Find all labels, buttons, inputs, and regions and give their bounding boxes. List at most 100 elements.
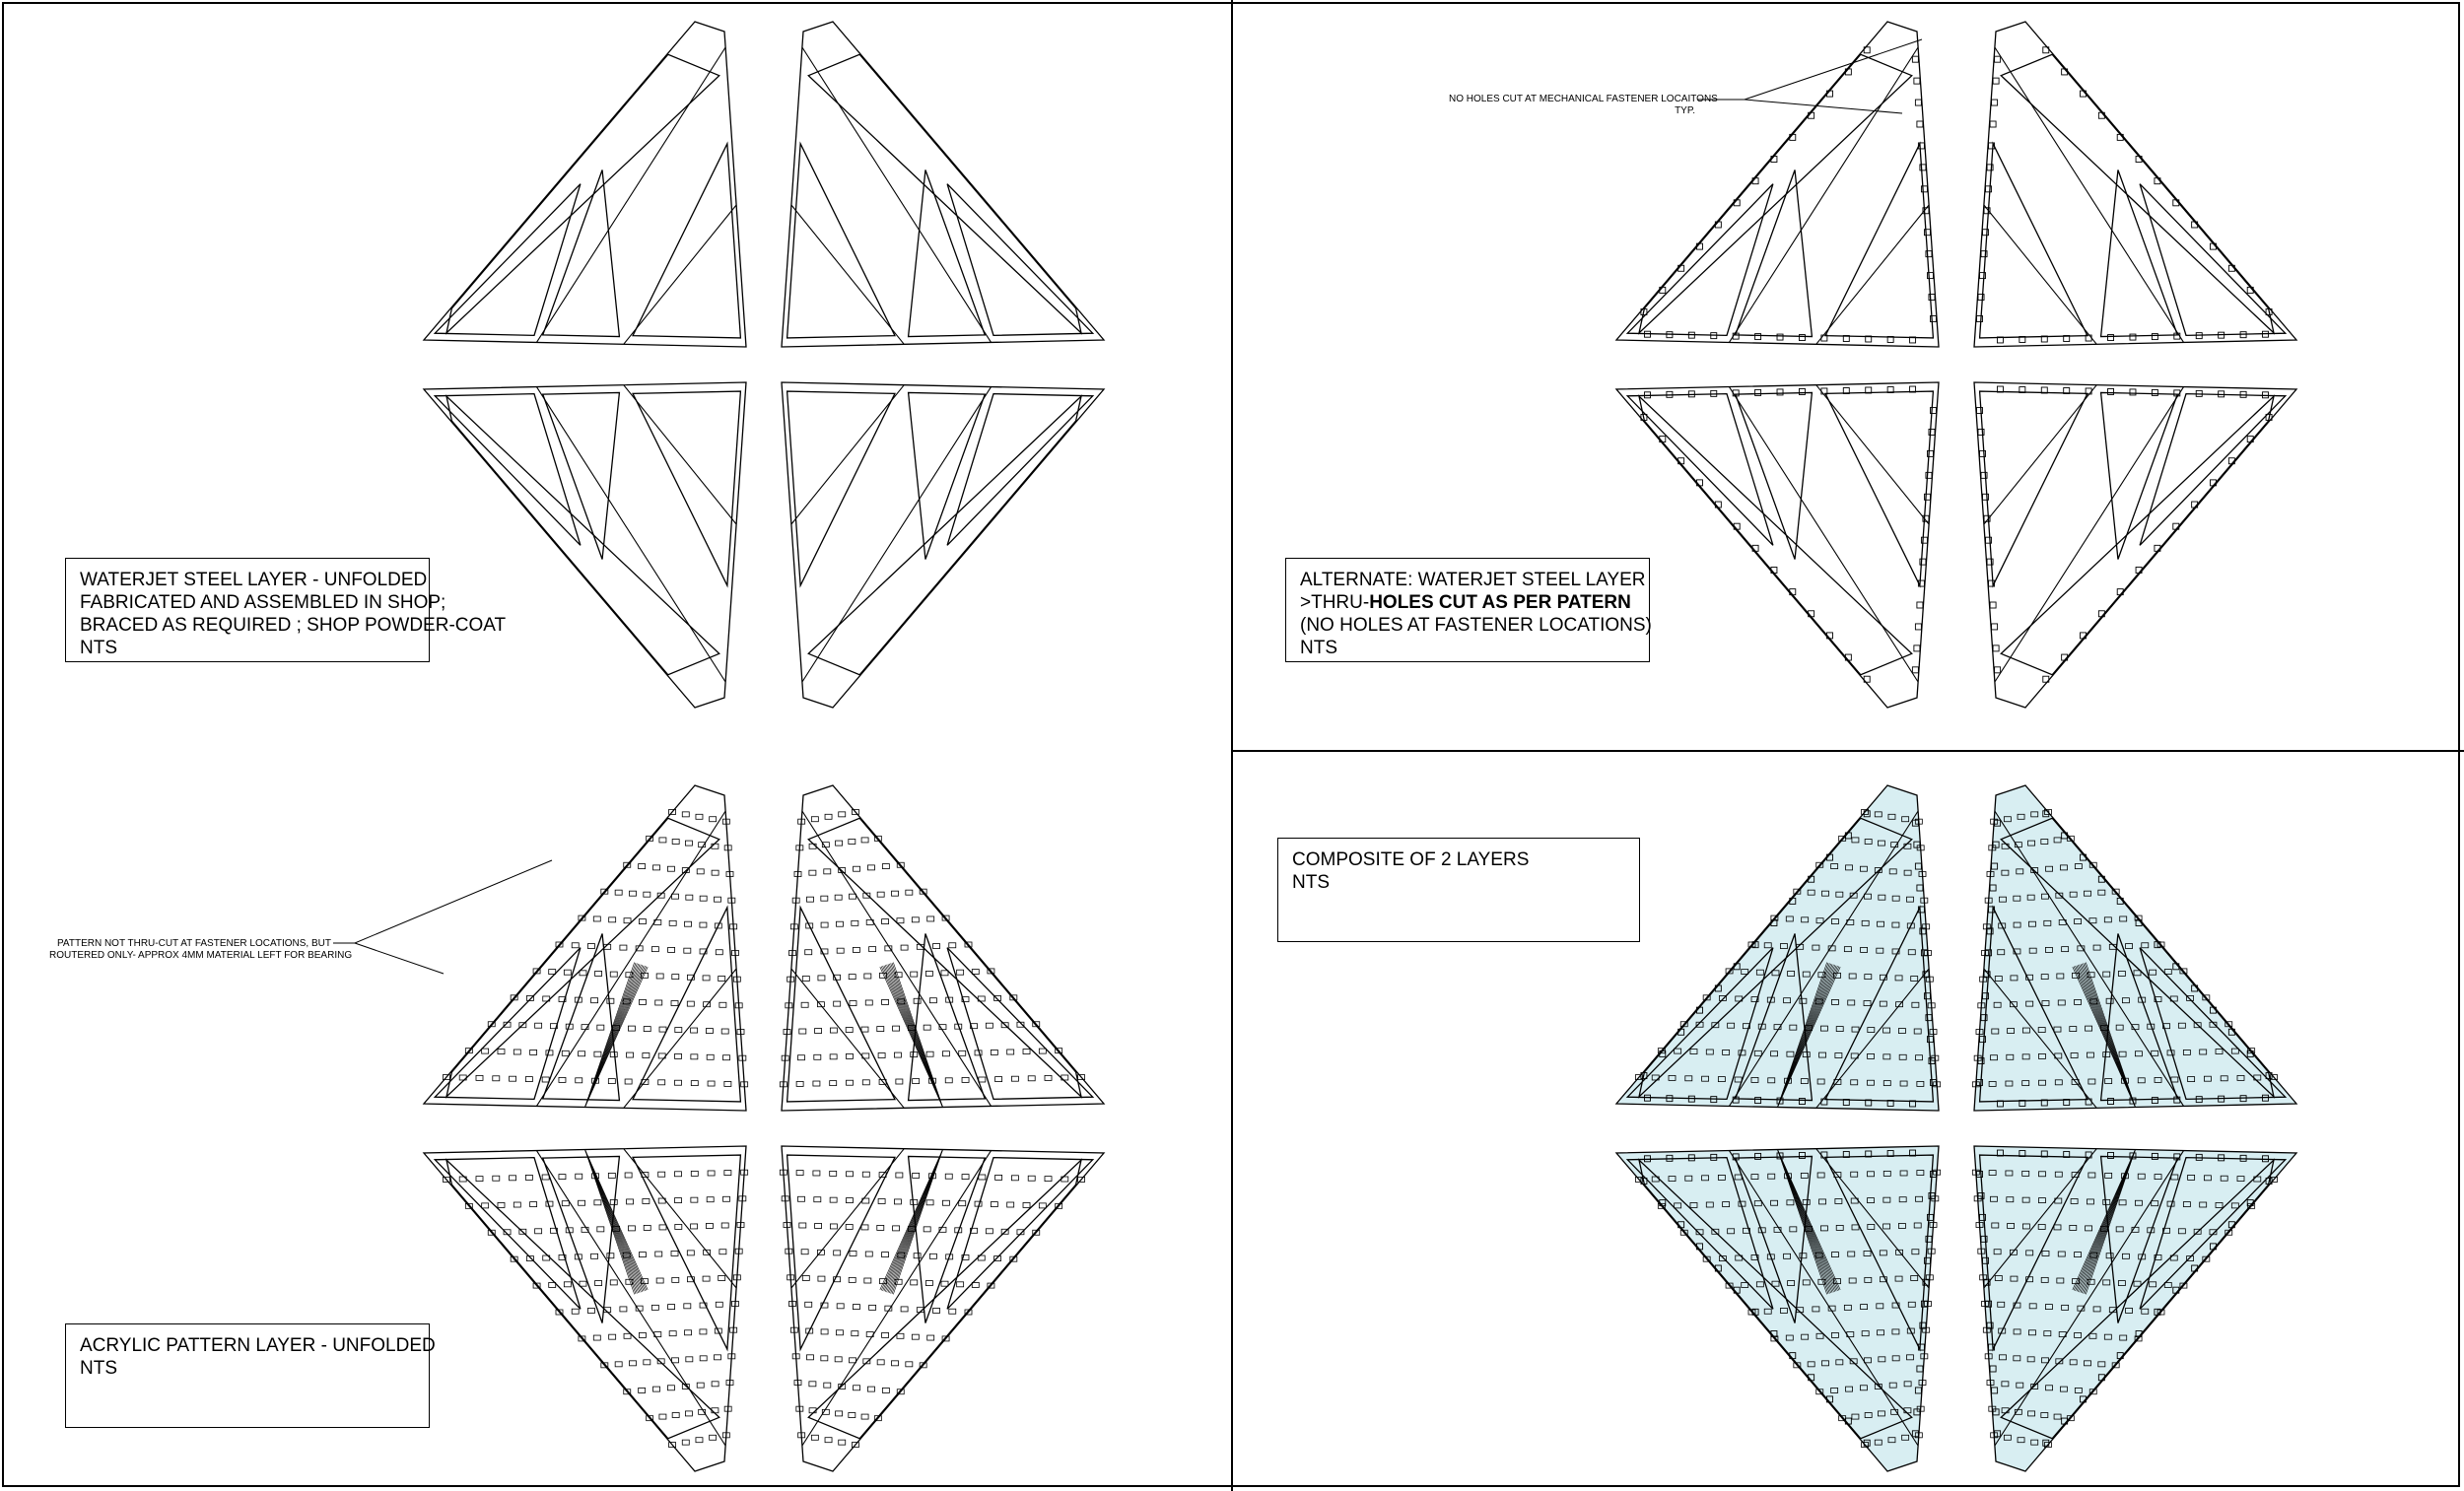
pattern-cell xyxy=(534,1228,543,1235)
pattern-cell xyxy=(1846,1331,1855,1337)
pattern-cell xyxy=(1061,1176,1069,1183)
hole-mark xyxy=(1927,272,1934,280)
pattern-cell xyxy=(2224,1021,2233,1028)
hole-mark xyxy=(2239,331,2247,339)
pattern-cell xyxy=(2030,1384,2039,1389)
pattern-cell xyxy=(1668,1074,1677,1081)
pattern-cell xyxy=(873,1415,882,1422)
hole-mark xyxy=(2061,832,2069,840)
hole-mark xyxy=(1714,221,1722,229)
edge-strip xyxy=(2000,1158,2276,1440)
strut-line xyxy=(801,1150,992,1447)
pattern-cell xyxy=(2069,1026,2078,1032)
pattern-cell xyxy=(623,917,632,924)
hole-mark xyxy=(2173,332,2181,340)
pattern-cell xyxy=(896,1332,905,1339)
hole-mark xyxy=(1751,544,1759,552)
pattern-cell xyxy=(868,946,877,953)
hole-mark xyxy=(1979,272,1986,280)
pattern-cell xyxy=(905,889,914,896)
hole-mark xyxy=(1886,386,1894,393)
pattern-cell xyxy=(683,947,692,954)
hole-mark xyxy=(1844,1417,1852,1425)
pattern-cell xyxy=(626,1198,634,1205)
pattern-cell xyxy=(1077,1177,1085,1183)
pattern-cell xyxy=(1835,1026,1844,1032)
pattern-quarter xyxy=(781,381,1106,709)
hole-mark xyxy=(2135,1330,2143,1337)
pattern-cell xyxy=(571,1308,580,1315)
pattern-cell xyxy=(1038,1202,1047,1209)
pattern-cell xyxy=(1867,1027,1876,1033)
pattern-cell xyxy=(944,1173,953,1180)
pattern-cell xyxy=(655,973,664,980)
pattern-cell xyxy=(910,1198,919,1205)
pattern-cell xyxy=(1988,1405,1997,1412)
pattern-cell xyxy=(2058,919,2067,925)
pattern-cell xyxy=(2028,920,2036,927)
pattern-cell xyxy=(646,1415,654,1422)
pattern-cell xyxy=(944,1077,953,1084)
pattern-cell xyxy=(1931,1195,1940,1202)
pattern-cell xyxy=(2118,1199,2127,1206)
pattern-cell xyxy=(1863,1251,1872,1256)
pattern-cell xyxy=(1924,1301,1932,1307)
outer-outline xyxy=(781,784,1106,1112)
pattern-cell xyxy=(1880,974,1887,981)
pattern-cell xyxy=(1901,1434,1910,1441)
pattern-cell xyxy=(492,1075,501,1082)
pattern-cell xyxy=(926,1334,935,1341)
pattern-cell xyxy=(1701,1175,1709,1182)
pattern-cell xyxy=(1674,1048,1682,1054)
pattern-cell xyxy=(829,1196,838,1203)
edge-strip xyxy=(807,817,1083,1099)
hole-mark xyxy=(2116,133,2124,141)
pattern-cell xyxy=(814,1028,822,1034)
pattern-cell xyxy=(2125,943,2133,949)
pattern-cell xyxy=(2163,969,2172,975)
hole-mark xyxy=(2019,1150,2026,1157)
pattern-cell xyxy=(1701,1075,1709,1082)
pattern-cell xyxy=(876,1225,885,1231)
pattern-cell xyxy=(833,1000,842,1007)
pattern-cell xyxy=(1920,1353,1929,1360)
pattern-cell xyxy=(836,947,845,954)
window-outline xyxy=(433,947,582,1101)
edge-strip xyxy=(1637,817,1913,1099)
pattern-cell xyxy=(740,1169,749,1176)
pattern-cell xyxy=(801,1275,810,1281)
pattern-cell xyxy=(2044,809,2052,815)
pattern-cell xyxy=(2170,1076,2179,1083)
pattern-cell xyxy=(590,1253,598,1259)
pattern-cell xyxy=(956,969,965,976)
acrylic-pattern-label: ACRYLIC PATTERN LAYER - UNFOLDED NTS xyxy=(65,1323,436,1428)
pattern-cell xyxy=(1802,1279,1811,1286)
pattern-cell xyxy=(1898,1053,1907,1060)
pattern-cell xyxy=(736,1029,745,1035)
pattern-cell xyxy=(1750,1174,1759,1180)
pattern-cell xyxy=(1999,896,2007,903)
edge-strip xyxy=(1637,1158,1913,1440)
pattern-cell xyxy=(956,1281,965,1288)
hole-mark xyxy=(2040,1150,2048,1158)
pattern-cell xyxy=(798,1028,807,1035)
hole-mark xyxy=(1640,308,1648,316)
pattern-cell xyxy=(2040,974,2049,981)
pattern-cell xyxy=(1981,950,1989,956)
pattern-cell xyxy=(1750,1254,1759,1260)
hole-mark xyxy=(1776,388,1784,396)
pattern-cell xyxy=(834,894,843,901)
hole-mark xyxy=(1776,1097,1784,1105)
pattern-cell xyxy=(1717,1175,1726,1181)
edge-strip xyxy=(445,1158,720,1440)
pattern-cell xyxy=(563,969,572,976)
pattern-cell xyxy=(813,1196,822,1203)
hole-mark xyxy=(2172,963,2180,971)
pattern-cell xyxy=(1815,861,1824,868)
hole-mark xyxy=(1754,333,1762,341)
pattern-cell xyxy=(1986,871,1995,877)
pattern-cell xyxy=(2043,1330,2052,1337)
hole-mark xyxy=(2151,388,2158,396)
hole-mark xyxy=(1733,199,1741,207)
hole-mark xyxy=(2195,389,2203,397)
